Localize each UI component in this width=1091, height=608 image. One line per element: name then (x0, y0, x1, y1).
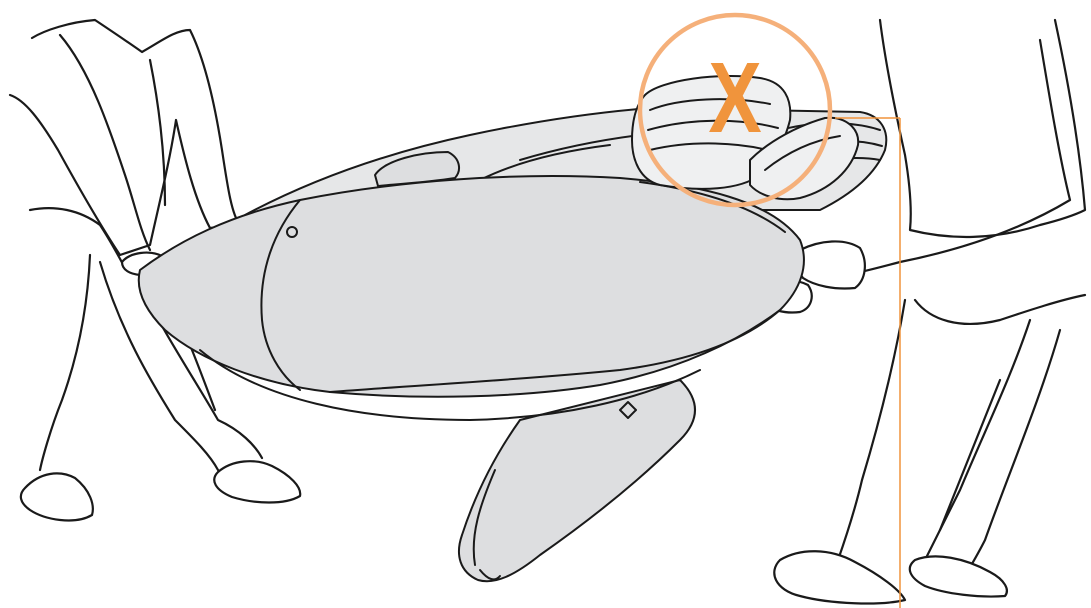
right-person (760, 20, 1085, 603)
warning-x-mark: X (699, 48, 771, 148)
chair-seat-shell (139, 176, 804, 397)
massage-chair (139, 76, 887, 581)
